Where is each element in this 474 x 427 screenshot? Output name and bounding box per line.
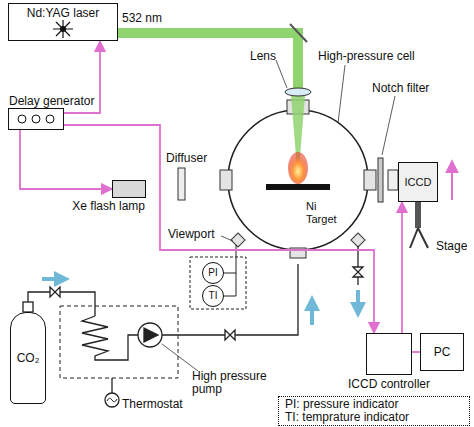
signal-line: [401, 202, 403, 333]
part-label: 532 nm: [122, 12, 162, 25]
gas-cylinder: CO₂: [10, 312, 46, 404]
node-text: PC: [434, 345, 451, 359]
gas-line: [144, 328, 158, 342]
laser-beam: [285, 88, 311, 96]
leader-line: [276, 60, 287, 88]
high-pressure-cell: [220, 170, 232, 190]
flow-arrow: [356, 290, 360, 310]
part-label: Lens: [250, 50, 276, 63]
flash-lamp: Xe flash lamp: [112, 180, 146, 198]
node-text: PI: pressure indicator: [285, 398, 398, 411]
high-pressure-cell: [364, 170, 376, 190]
gas-line: [111, 378, 112, 393]
gas-line: [225, 330, 235, 340]
delay-knobs: [18, 115, 26, 123]
delay-knobs: [18, 115, 54, 123]
part-label: Ni Target: [306, 200, 346, 226]
indicator-wiring: [190, 245, 246, 309]
node-text: CO₂: [17, 351, 40, 365]
gas-line: [23, 302, 33, 312]
node-text: ICCD: [405, 175, 432, 189]
laser-box: Nd:YAG laser: [8, 3, 118, 41]
indicator-wiring: [224, 245, 236, 296]
leader-line: [338, 65, 345, 123]
signal-line: [20, 130, 112, 189]
optics: [178, 168, 185, 200]
node-text: Nd:YAG laser: [27, 6, 99, 20]
flow-arrow: [42, 277, 62, 281]
leader-line: [162, 60, 395, 371]
part-label: Notch filter: [372, 82, 429, 95]
optics: [178, 158, 398, 202]
node-text: ICCD controller: [348, 374, 430, 391]
node-text: PI: [208, 266, 217, 280]
node-text: Xe flash lamp: [72, 197, 145, 213]
gas-line: [28, 292, 95, 316]
part-label: Thermostat: [122, 398, 183, 411]
laser-beam: [118, 28, 300, 38]
laser-symbol: [53, 20, 73, 38]
signal-line: [64, 125, 374, 333]
plasma-target: [266, 184, 330, 190]
delay-knobs: [32, 115, 40, 123]
gas-line: [162, 264, 298, 335]
gas-line: [60, 306, 178, 378]
high-pressure-cell: [231, 233, 245, 247]
signal-line: [412, 351, 420, 353]
stage: [410, 228, 428, 248]
gas-line: [105, 393, 119, 407]
delay-generator-box: Delay generator: [8, 108, 64, 130]
gas-line: [353, 267, 363, 277]
part-label: High pressure pump: [192, 370, 272, 396]
indicator-wiring: [190, 257, 246, 309]
node-text: TI: [209, 289, 218, 303]
flow-arrow: [42, 279, 358, 325]
gas-line: [23, 246, 363, 407]
part-label: High-pressure cell: [318, 50, 415, 63]
pc-box: PC: [420, 333, 464, 371]
gas-line: [357, 246, 358, 285]
delay-knobs: [46, 115, 54, 123]
laser-beam: [290, 24, 307, 42]
indicator-circle: PI: [202, 262, 224, 284]
leader-line: [221, 236, 233, 241]
laser-beam: [118, 24, 311, 168]
plasma-target: [266, 152, 330, 190]
optics: [388, 170, 398, 190]
leader-line: [162, 344, 198, 371]
part-label: Viewport: [168, 228, 214, 241]
optics: [378, 158, 383, 202]
gas-line: [138, 323, 162, 347]
stage: [451, 162, 453, 200]
controller-box: ICCD controller: [366, 333, 412, 375]
plasma-target: [288, 152, 308, 184]
part-label: Diffuser: [166, 152, 207, 165]
key-box: PI: pressure indicatorTI: temprature ind…: [278, 396, 470, 426]
stage: [415, 202, 421, 228]
gas-line: [50, 287, 60, 297]
node-text: Delay generator: [9, 94, 94, 109]
gas-line: [82, 316, 138, 360]
leader-line: [382, 96, 395, 155]
high-pressure-cell: [351, 233, 365, 247]
indicator-circle: TI: [202, 285, 224, 307]
laser-symbol: [53, 20, 73, 38]
part-label: Stage: [436, 240, 467, 253]
gas-line: [107, 398, 117, 402]
node-text: TI: temprature indicator: [285, 411, 409, 424]
flow-arrow: [310, 303, 314, 325]
camera-box: ICCD: [398, 162, 438, 202]
